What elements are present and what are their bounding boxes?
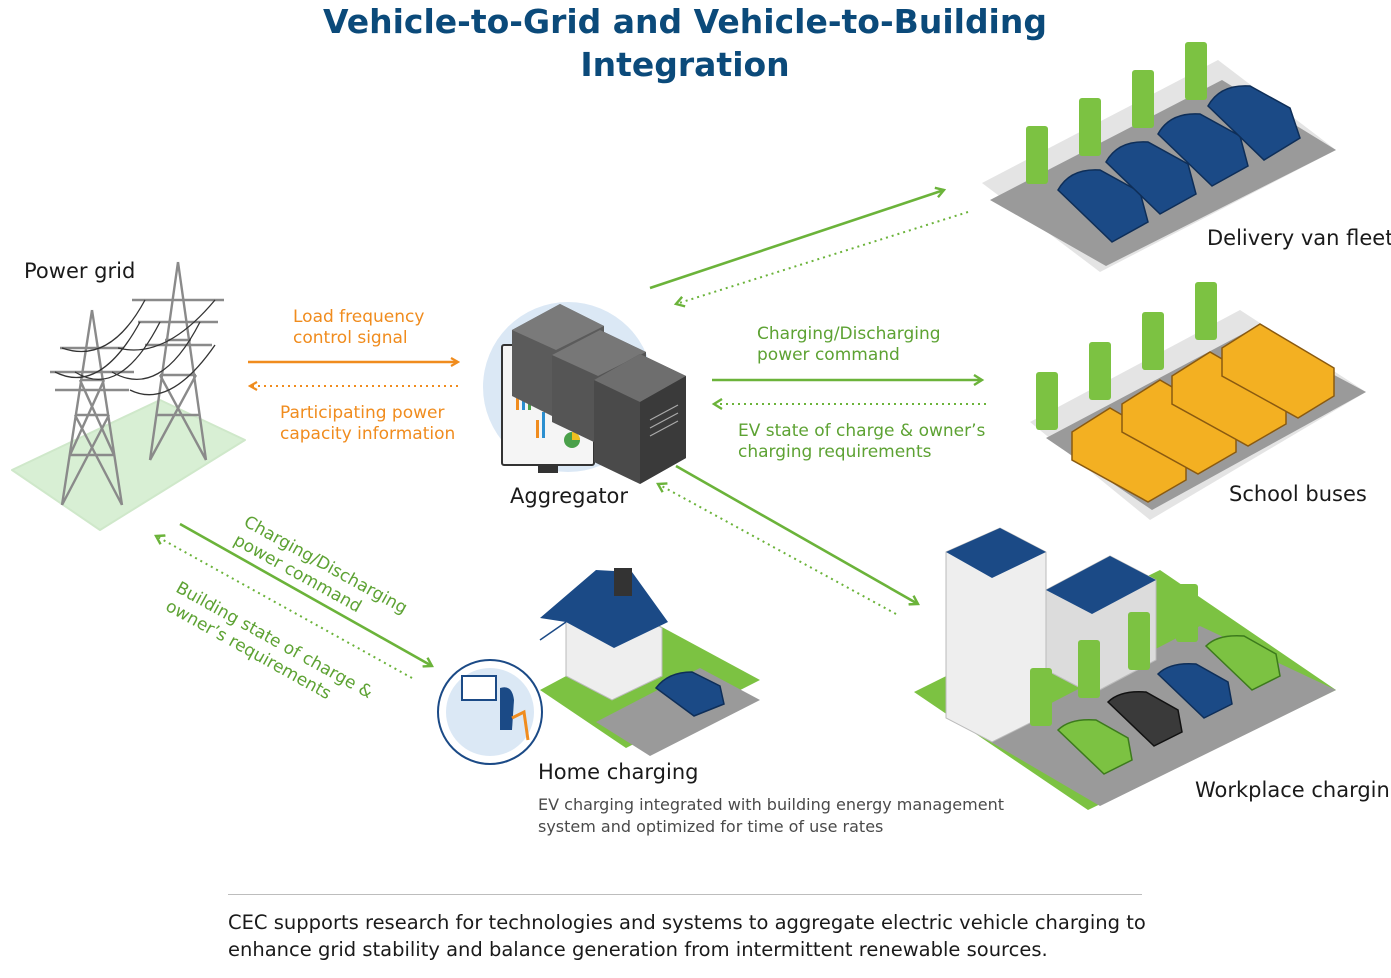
title-line-2: Integration xyxy=(580,45,790,84)
transmission-tower-right xyxy=(132,261,224,461)
power-grid-illustration xyxy=(11,261,246,531)
label-delivery-fleet: Delivery van fleet xyxy=(1207,226,1391,250)
label-load-frequency-signal: Load frequency control signal xyxy=(293,307,425,348)
label-workplace-charging: Workplace charging xyxy=(1195,778,1391,802)
home-illustration xyxy=(437,568,760,765)
arrow-fleet-to-aggregator xyxy=(676,211,969,304)
label-home-charging: Home charging xyxy=(538,760,699,784)
flow-arrows xyxy=(156,190,986,679)
workplace-illustration xyxy=(914,527,1336,810)
arrow-grid-to-home xyxy=(179,522,432,666)
label-power-grid: Power grid xyxy=(24,259,136,283)
page-title: Vehicle-to-Grid and Vehicle-to-Building … xyxy=(195,0,1175,86)
server-racks xyxy=(512,304,686,484)
school-buses-illustration xyxy=(1030,282,1366,520)
label-aggregator: Aggregator xyxy=(510,484,629,508)
label-ev-state-of-charge: EV state of charge & owner’s charging re… xyxy=(738,421,986,462)
label-participating-capacity: Participating power capacity information xyxy=(280,403,456,444)
label-charging-command-fleet: Charging/Discharging power command xyxy=(757,324,941,365)
footer-caption: CEC supports research for technologies a… xyxy=(228,911,1146,961)
aggregator-illustration xyxy=(483,302,686,484)
arrow-home-to-grid xyxy=(156,536,413,679)
arrow-aggregator-to-workplace xyxy=(675,464,918,604)
power-lines xyxy=(54,299,216,396)
transmission-tower-left xyxy=(50,309,134,506)
arrow-workplace-to-aggregator xyxy=(658,484,897,615)
footer-divider xyxy=(228,894,1142,895)
home-charging-description: EV charging integrated with building ene… xyxy=(538,795,1004,836)
delivery-fleet-illustration xyxy=(982,42,1336,272)
grid-ground-pad xyxy=(11,399,246,531)
arrow-aggregator-to-fleet xyxy=(649,190,944,290)
title-line-1: Vehicle-to-Grid and Vehicle-to-Building xyxy=(322,2,1047,41)
label-school-buses: School buses xyxy=(1229,482,1367,506)
